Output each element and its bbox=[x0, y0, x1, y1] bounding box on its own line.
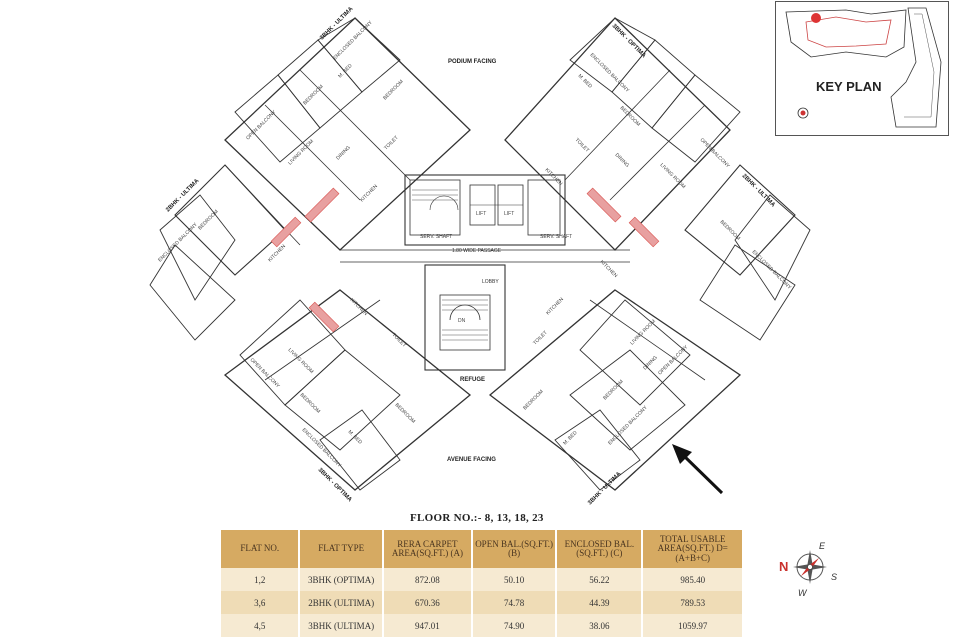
room-label: DN bbox=[458, 318, 466, 324]
wing-top-left bbox=[224, 17, 471, 251]
cell-flat-no: 3,6 bbox=[221, 591, 301, 614]
room-label: SERV. SHAFT bbox=[540, 234, 572, 240]
room-label: KITCHEN bbox=[359, 183, 379, 203]
room-label: BEDROOM bbox=[394, 402, 417, 425]
central-core bbox=[404, 174, 566, 246]
cell-open-bal: 50.10 bbox=[471, 568, 558, 591]
podium-facing-label: PODIUM FACING bbox=[448, 59, 497, 65]
cell-flat-type: 2BHK (ULTIMA) bbox=[299, 591, 384, 614]
area-statement-table: FLAT NO. FLAT TYPE RERA CARPET AREA(SQ.F… bbox=[221, 530, 742, 637]
room-label: DINING bbox=[335, 145, 352, 162]
room-label: LIVING ROOM bbox=[629, 319, 657, 347]
cell-enclosed-bal: 38.06 bbox=[556, 614, 644, 637]
highlight-marker-icon bbox=[811, 13, 821, 23]
room-label: ENCLOSED BALCONY bbox=[751, 249, 793, 291]
col-header-enclosed-bal: ENCLOSED BAL.(SQ.FT.) (C) bbox=[556, 530, 644, 568]
room-label: LIVING ROOM bbox=[287, 347, 315, 375]
corner-tag: 2BHK - ULTIMA bbox=[741, 173, 777, 209]
room-label: DINING bbox=[614, 152, 631, 169]
room-label: BEDROOM bbox=[302, 84, 325, 107]
room-label: TOILET bbox=[574, 137, 591, 154]
room-label: BEDROOM bbox=[719, 219, 742, 242]
cell-rera-carpet: 947.01 bbox=[382, 614, 473, 637]
room-label: SERV. SHAFT bbox=[420, 234, 452, 240]
col-header-open-bal: OPEN BAL.(SQ.FT.) (B) bbox=[471, 530, 558, 568]
cell-flat-no: 4,5 bbox=[221, 614, 301, 637]
cell-total-usable: 789.53 bbox=[642, 591, 742, 614]
compass-n-label: N bbox=[779, 559, 788, 574]
key-plan-title: KEY PLAN bbox=[816, 79, 882, 94]
room-label: BEDROOM bbox=[602, 379, 625, 402]
room-label: DINING bbox=[642, 355, 659, 372]
cell-flat-type: 3BHK (ULTIMA) bbox=[299, 614, 384, 637]
room-label: LIFT bbox=[476, 211, 486, 217]
corner-tag: 3BHK - ULTIMA bbox=[587, 471, 623, 507]
room-label: LIVING ROOM bbox=[659, 162, 687, 190]
room-label: TOILET bbox=[383, 135, 400, 152]
table-row: 3,6 2BHK (ULTIMA) 670.36 74.78 44.39 789… bbox=[221, 591, 742, 614]
room-label: TOILET bbox=[391, 332, 408, 349]
cell-total-usable: 1059.97 bbox=[642, 614, 742, 637]
col-header-total-usable: TOTAL USABLE AREA(SQ.FT.) D= (A+B+C) bbox=[642, 530, 742, 568]
lobby-label: LOBBY bbox=[482, 279, 499, 285]
key-plan-map-icon bbox=[785, 7, 942, 128]
cell-rera-carpet: 872.08 bbox=[382, 568, 473, 591]
cell-enclosed-bal: 56.22 bbox=[556, 568, 644, 591]
compass-rose-icon: N E S W bbox=[779, 541, 837, 598]
room-label: KITCHEN bbox=[544, 167, 564, 187]
passage-label: 1.80 WIDE PASSAGE bbox=[452, 248, 502, 254]
room-label: OPEN BALCONY bbox=[245, 109, 278, 142]
room-label: KITCHEN bbox=[349, 297, 369, 317]
compass-w-label: W bbox=[798, 588, 808, 598]
col-header-flat-no: FLAT NO. bbox=[221, 530, 301, 568]
room-label: BEDROOM bbox=[522, 389, 545, 412]
compass-e-label: E bbox=[819, 541, 826, 551]
col-header-rera-carpet: RERA CARPET AREA(SQ.FT.) (A) bbox=[382, 530, 473, 568]
cell-flat-no: 1,2 bbox=[221, 568, 301, 591]
table-header-row: FLAT NO. FLAT TYPE RERA CARPET AREA(SQ.F… bbox=[221, 530, 742, 568]
room-label: M. BED bbox=[347, 429, 364, 446]
cell-total-usable: 985.40 bbox=[642, 568, 742, 591]
corner-tag: 2BHK - ULTIMA bbox=[165, 178, 201, 214]
compass-s-label: S bbox=[831, 572, 837, 582]
room-label: OPEN BALCONY bbox=[699, 137, 732, 170]
refuge-label: REFUGE bbox=[460, 377, 485, 383]
room-label: BEDROOM bbox=[382, 79, 405, 102]
key-plan-panel: KEY PLAN bbox=[775, 1, 949, 136]
room-label: LIFT bbox=[504, 211, 514, 217]
cell-flat-type: 3BHK (OPTIMA) bbox=[299, 568, 384, 591]
cell-enclosed-bal: 44.39 bbox=[556, 591, 644, 614]
floor-number-heading: FLOOR NO.:- 8, 13, 18, 23 bbox=[410, 512, 544, 524]
cell-open-bal: 74.90 bbox=[471, 614, 558, 637]
avenue-facing-label: AVENUE FACING bbox=[447, 457, 496, 463]
room-label: BEDROOM bbox=[197, 209, 220, 232]
wing-bottom-right bbox=[488, 289, 742, 491]
cell-rera-carpet: 670.36 bbox=[382, 591, 473, 614]
wing-bottom-left bbox=[223, 289, 472, 491]
room-label: M. BED bbox=[562, 430, 579, 447]
key-plan-compass-icon bbox=[797, 107, 809, 119]
room-label: OPEN BALCONY bbox=[249, 357, 282, 390]
room-label: KITCHEN bbox=[545, 296, 565, 316]
col-header-flat-type: FLAT TYPE bbox=[299, 530, 384, 568]
room-label: BEDROOM bbox=[299, 392, 322, 415]
corner-tag: 3BHK - OPTIMA bbox=[611, 23, 648, 60]
table-row: 4,5 3BHK (ULTIMA) 947.01 74.90 38.06 105… bbox=[221, 614, 742, 637]
room-label: TOILET bbox=[532, 330, 549, 347]
table-row: 1,2 3BHK (OPTIMA) 872.08 50.10 56.22 985… bbox=[221, 568, 742, 591]
direction-arrow-icon bbox=[672, 444, 724, 495]
room-label: ENCLOSED BALCONY bbox=[157, 221, 199, 263]
room-label: ENCLOSED BALCONY bbox=[589, 52, 631, 94]
cell-open-bal: 74.78 bbox=[471, 591, 558, 614]
room-label: ENCLOSED BALCONY bbox=[607, 404, 649, 446]
